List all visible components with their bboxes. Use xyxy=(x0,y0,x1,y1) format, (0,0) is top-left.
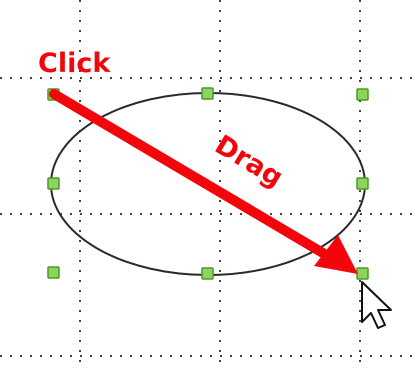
click-label: Click xyxy=(38,48,111,79)
drag-arrow xyxy=(49,89,358,274)
drag-label: Drag xyxy=(209,129,288,193)
handle-bottom-center[interactable] xyxy=(201,267,214,280)
mouse-pointer-icon xyxy=(361,281,392,329)
handle-bottom-right[interactable] xyxy=(356,267,369,280)
handle-middle-left[interactable] xyxy=(47,177,60,190)
handle-middle-right[interactable] xyxy=(356,177,369,190)
handle-top-center[interactable] xyxy=(201,87,214,100)
handle-top-right[interactable] xyxy=(356,88,369,101)
handle-bottom-left[interactable] xyxy=(47,266,60,279)
